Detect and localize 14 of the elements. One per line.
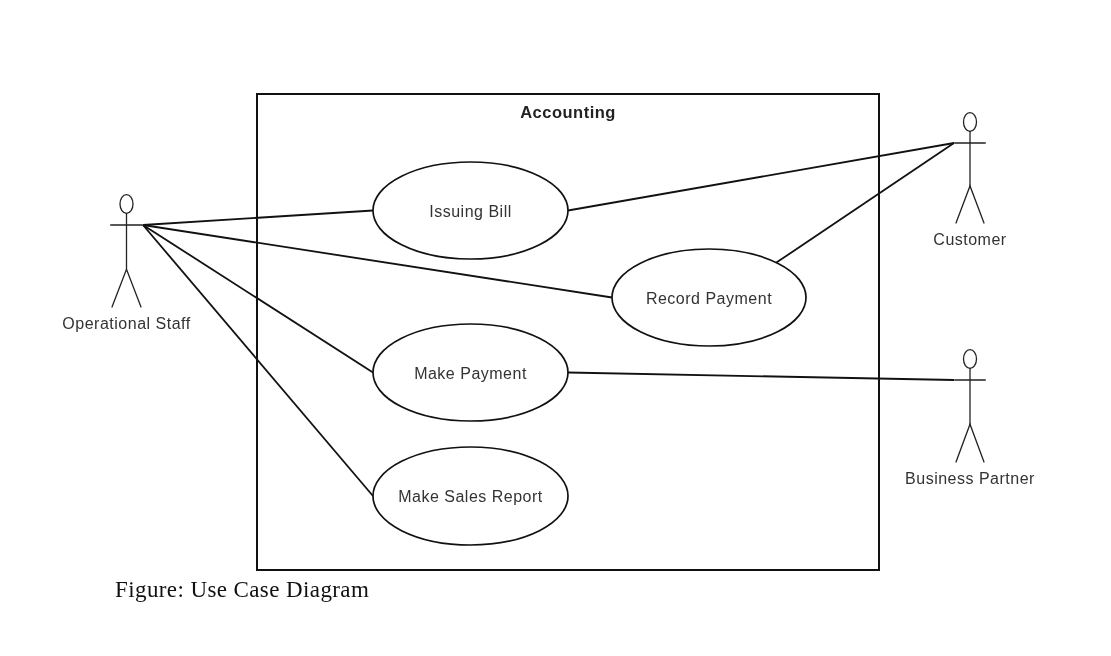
use-case-name: Make Payment bbox=[414, 363, 527, 382]
association-line bbox=[142, 224, 374, 497]
use-case-name: Make Sales Report bbox=[398, 486, 543, 506]
actor-name: Customer bbox=[933, 230, 1007, 249]
association-line bbox=[142, 224, 613, 299]
association-line bbox=[775, 142, 955, 264]
use-case-name: Issuing Bill bbox=[429, 201, 512, 220]
association-line bbox=[142, 224, 374, 374]
system-boundary bbox=[256, 93, 880, 571]
actor-name: Business Partner bbox=[905, 469, 1035, 488]
use-case-name: Record Payment bbox=[645, 288, 773, 307]
boundary-title: Accounting bbox=[520, 102, 616, 122]
figure-caption: Figure: Use Case Diagram bbox=[115, 577, 370, 603]
actor-name: Operational Staff bbox=[62, 314, 191, 333]
